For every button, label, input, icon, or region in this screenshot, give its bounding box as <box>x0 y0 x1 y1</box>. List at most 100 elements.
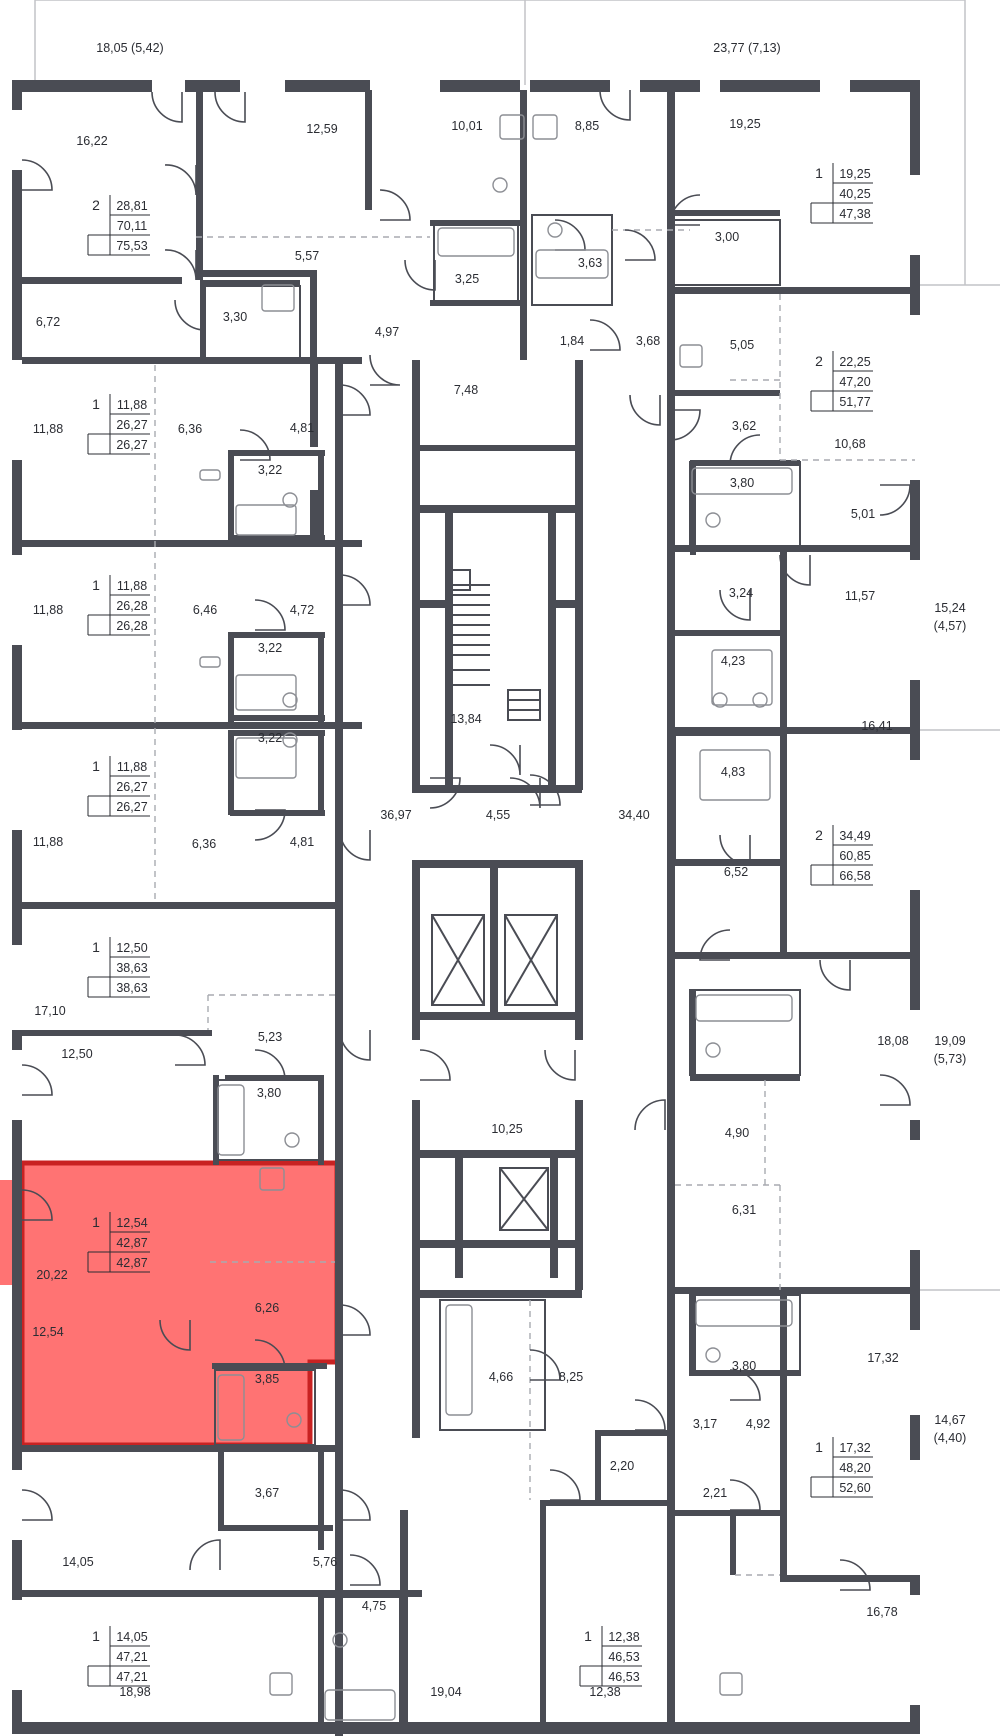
card-area-with-balcony: 66,58 <box>839 869 870 883</box>
card-total-area: 48,20 <box>839 1461 870 1475</box>
card-total-area: 42,87 <box>116 1236 147 1250</box>
room-area-label: 4,92 <box>746 1417 770 1431</box>
room-area-label: 13,84 <box>450 712 481 726</box>
terrace-outline <box>34 0 1000 1291</box>
room-area-label: 10,25 <box>491 1122 522 1136</box>
card-total-area: 26,28 <box>116 599 147 613</box>
room-area-label: 18,98 <box>119 1685 150 1699</box>
card-living-area: 34,49 <box>839 829 870 843</box>
walls <box>12 80 920 1736</box>
plumbing-fixtures <box>199 114 793 1721</box>
room-area-label: 4,72 <box>290 603 314 617</box>
card-total-area: 46,53 <box>608 1650 639 1664</box>
card-frame <box>87 195 150 256</box>
room-labels: 18,05 (5,42)23,77 (7,13)15,24(4,57)19,09… <box>32 41 966 1699</box>
room-area-label: 8,85 <box>575 119 599 133</box>
card-living-area: 19,25 <box>839 167 870 181</box>
room-area-label: 12,38 <box>589 1685 620 1699</box>
card-area-with-balcony: 75,53 <box>116 239 147 253</box>
room-area-label: 3,00 <box>715 230 739 244</box>
balcony-area-label: (4,40) <box>934 1431 967 1445</box>
room-area-label: 3,24 <box>729 586 753 600</box>
card-rooms: 1 <box>584 1628 592 1644</box>
room-area-label: 4,97 <box>375 325 399 339</box>
apartment-card: 2 34,49 60,85 66,58 <box>810 825 873 886</box>
staircase <box>448 569 541 721</box>
card-total-area: 38,63 <box>116 961 147 975</box>
card-living-area: 12,50 <box>116 941 147 955</box>
card-area-with-balcony: 26,27 <box>116 800 147 814</box>
card-living-area: 11,88 <box>117 398 147 412</box>
card-rooms: 1 <box>92 1628 100 1644</box>
room-area-label: 5,01 <box>851 507 875 521</box>
card-rooms: 1 <box>92 939 100 955</box>
balcony-area-label: 19,09 <box>934 1034 965 1048</box>
room-area-label: 3,22 <box>258 731 282 745</box>
card-area-with-balcony: 52,60 <box>839 1481 870 1495</box>
room-area-label: 5,23 <box>258 1030 282 1044</box>
card-rooms: 1 <box>92 1214 100 1230</box>
room-area-label: 4,55 <box>486 808 510 822</box>
card-living-area: 12,54 <box>116 1216 147 1230</box>
card-rooms: 2 <box>815 827 823 843</box>
room-area-label: 4,23 <box>721 654 745 668</box>
card-frame <box>87 937 150 998</box>
room-area-label: 18,08 <box>877 1034 908 1048</box>
room-area-label: 5,76 <box>313 1555 337 1569</box>
room-area-label: 3,80 <box>257 1086 281 1100</box>
room-area-label: 11,88 <box>33 603 63 617</box>
room-area-label: 3,25 <box>455 272 479 286</box>
card-frame <box>810 825 873 886</box>
room-area-label: 3,22 <box>258 463 282 477</box>
card-living-area: 12,38 <box>608 1630 639 1644</box>
card-living-area: 17,32 <box>839 1441 870 1455</box>
room-area-label: 17,10 <box>34 1004 65 1018</box>
elevators <box>431 914 558 1231</box>
room-area-label: 8,25 <box>559 1370 583 1384</box>
room-area-label: 2,21 <box>703 1486 727 1500</box>
room-area-label: 12,59 <box>306 122 337 136</box>
room-area-label: 11,57 <box>845 589 875 603</box>
card-rooms: 2 <box>92 197 100 213</box>
room-area-label: 3,80 <box>730 476 754 490</box>
room-area-label: 6,36 <box>192 837 216 851</box>
room-area-label: 11,88 <box>33 422 63 436</box>
card-living-area: 22,25 <box>839 355 870 369</box>
card-rooms: 1 <box>92 396 100 412</box>
room-area-label: 3,30 <box>223 310 247 324</box>
balcony-area-label: (4,57) <box>934 619 967 633</box>
room-area-label: 16,78 <box>866 1605 897 1619</box>
room-area-label: 6,31 <box>732 1203 756 1217</box>
room-area-label: 34,40 <box>618 808 649 822</box>
card-area-with-balcony: 47,38 <box>839 207 870 221</box>
card-total-area: 47,21 <box>116 1650 147 1664</box>
room-area-label: 3,80 <box>732 1359 756 1373</box>
apartment-card: 1 12,50 38,63 38,63 <box>87 937 150 998</box>
room-area-label: 12,54 <box>32 1325 63 1339</box>
room-area-label: 14,05 <box>62 1555 93 1569</box>
terrace-area-label: 18,05 (5,42) <box>96 41 163 55</box>
card-area-with-balcony: 51,77 <box>839 395 870 409</box>
card-frame <box>87 756 150 817</box>
card-living-area: 28,81 <box>116 199 147 213</box>
room-area-label: 10,01 <box>451 119 482 133</box>
highlighted-apartment[interactable] <box>0 1160 340 1448</box>
card-rooms: 1 <box>92 577 100 593</box>
room-area-label: 7,48 <box>454 383 478 397</box>
card-area-with-balcony: 38,63 <box>116 981 147 995</box>
card-frame <box>579 1626 642 1687</box>
room-area-label: 3,22 <box>258 641 282 655</box>
room-area-label: 5,05 <box>730 338 754 352</box>
card-total-area: 60,85 <box>839 849 870 863</box>
room-area-label: 3,17 <box>693 1417 717 1431</box>
room-area-label: 4,90 <box>725 1126 749 1140</box>
room-area-label: 12,50 <box>61 1047 92 1061</box>
room-area-label: 36,97 <box>380 808 411 822</box>
